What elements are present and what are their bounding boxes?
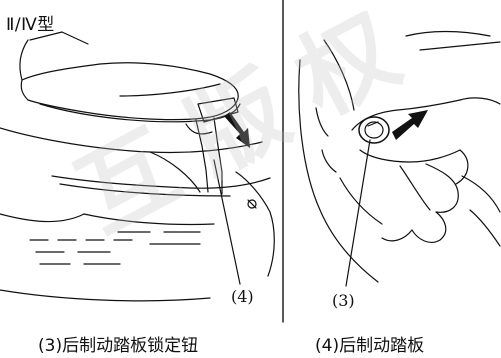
right-illustration [298, 30, 501, 287]
callout-3-label: (3) [332, 291, 355, 310]
lock-button-shape [358, 116, 390, 144]
callout-4-label: (4) [231, 287, 254, 306]
model-label: Ⅱ/Ⅳ型 [6, 15, 55, 35]
caption-rear-brake-pedal: (4)后制动踏板 [315, 336, 425, 356]
left-illustration [0, 31, 275, 302]
caption-lock-button: (3)后制动踏板锁定钮 [38, 336, 199, 356]
